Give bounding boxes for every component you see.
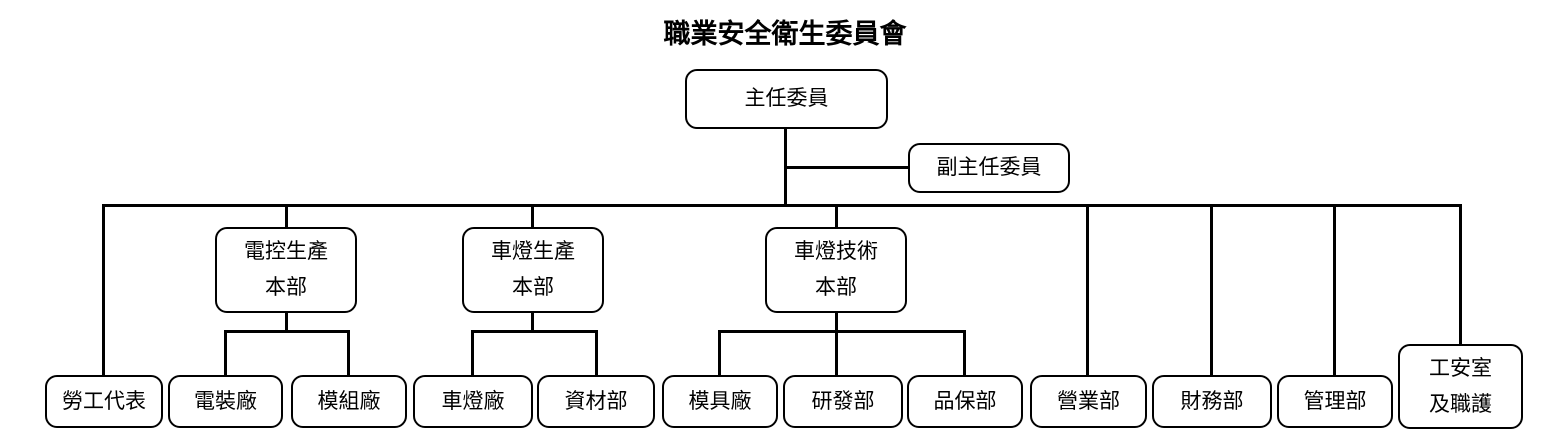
connector-drop-materials-dept [595, 330, 598, 375]
node-lamp-technology-division: 車燈技術 本部 [765, 227, 907, 313]
connector-lamp-production-division-bracket [471, 330, 598, 333]
node-sales-dept: 營業部 [1030, 375, 1147, 428]
connector-main-rail [102, 204, 1462, 207]
connector-drop-module-plant [347, 330, 350, 375]
node-lamp-plant: 車燈廠 [413, 375, 533, 428]
connector-lamp-technology-division-bracket [718, 330, 966, 333]
node-materials-dept: 資材部 [537, 375, 655, 428]
connector-drop-lamp-production-division [531, 204, 534, 227]
connector-drop-mold-plant [718, 330, 721, 375]
connector-drop-electronics-division [285, 204, 288, 227]
node-rnd-dept: 研發部 [783, 375, 903, 428]
connector-drop-lamp-plant [471, 330, 474, 375]
node-vice-chairman: 副主任委員 [908, 143, 1070, 193]
node-qa-dept: 品保部 [907, 375, 1023, 428]
node-module-plant: 模組廠 [291, 375, 407, 428]
node-labor-representative: 勞工代表 [45, 375, 163, 428]
connector-lamp-technology-division-stub [835, 313, 838, 333]
node-safety-office: 工安室 及職護 [1398, 344, 1523, 429]
connector-drop-electrical-plant [224, 330, 227, 375]
node-chairman: 主任委員 [685, 69, 888, 129]
node-admin-dept: 管理部 [1277, 375, 1393, 428]
node-electrical-plant: 電裝廠 [168, 375, 283, 428]
connector-drop-labor-representative [102, 204, 105, 375]
node-electronics-production-division: 電控生產 本部 [215, 227, 357, 313]
connector-drop-lamp-technology-division [835, 204, 838, 227]
connector-drop-admin-dept [1333, 204, 1336, 375]
connector-drop-rnd-dept [835, 330, 838, 375]
node-finance-dept: 財務部 [1152, 375, 1272, 428]
connector-lamp-production-division-stub [531, 313, 534, 333]
connector-drop-safety-office [1459, 204, 1462, 344]
connector-vice-chairman-horizontal [784, 166, 908, 169]
connector-drop-finance-dept [1210, 204, 1213, 375]
connector-drop-qa-dept [963, 330, 966, 375]
node-mold-plant: 模具廠 [662, 375, 778, 428]
connector-electronics-division-bracket [224, 330, 350, 333]
node-lamp-production-division: 車燈生產 本部 [462, 227, 604, 313]
page-title: 職業安全衛生委員會 [663, 19, 907, 49]
connector-electronics-division-stub [285, 313, 288, 333]
connector-drop-sales-dept [1086, 204, 1089, 375]
